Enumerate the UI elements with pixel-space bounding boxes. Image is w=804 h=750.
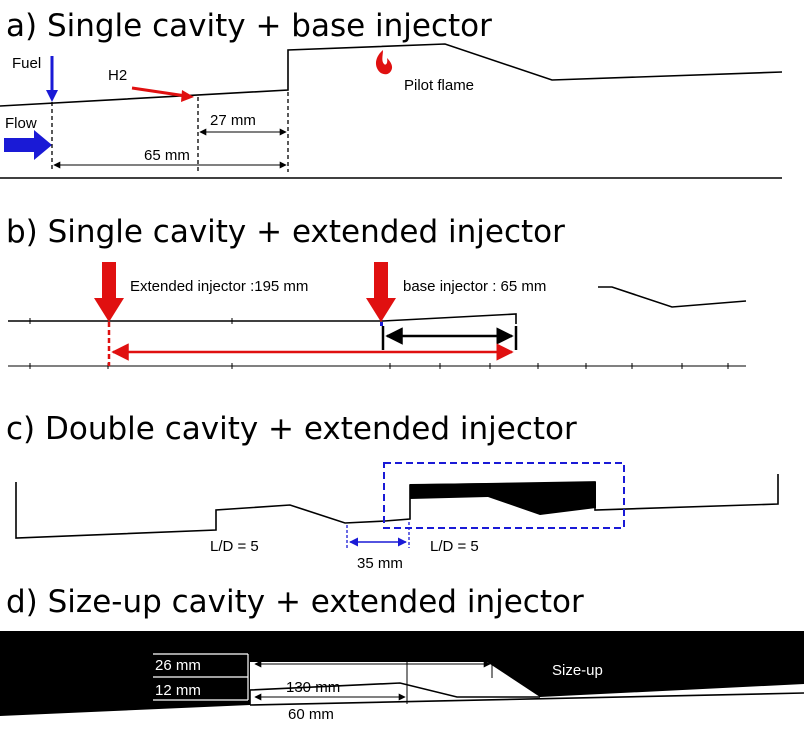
panel-c: c) Double cavity + extended injector 35 … — [6, 411, 779, 572]
h2-label: H2 — [108, 67, 127, 84]
panel-a-title: a) Single cavity + base injector — [6, 8, 492, 44]
extended-injector-arrow-body — [102, 262, 116, 300]
flow-label: Flow — [5, 115, 37, 132]
sizeup-label: Size-up — [552, 662, 603, 679]
panel-d-lower-wall — [249, 692, 804, 706]
panel-b-lower-ticks — [29, 363, 729, 369]
base-injector-label: base injector : 65 mm — [403, 278, 546, 295]
dim-60-label: 60 mm — [288, 706, 334, 723]
pilot-flame-label: Pilot flame — [404, 77, 474, 94]
panel-b-upper-wall — [8, 313, 517, 324]
panel-d: d) Size-up cavity + extended injector 26… — [0, 584, 804, 723]
panel-b-upper-wall-right — [598, 286, 747, 308]
dim-27-label: 27 mm — [210, 112, 256, 129]
dim-26-label: 26 mm — [155, 657, 201, 674]
dim-35-label: 35 mm — [357, 555, 403, 572]
dim-12-label: 12 mm — [155, 682, 201, 699]
flame-icon — [375, 50, 393, 75]
panel-d-title: d) Size-up cavity + extended injector — [6, 584, 584, 620]
panel-d-cavity-void — [250, 662, 487, 668]
dim-65-label: 65 mm — [144, 147, 190, 164]
panel-b-upper-ticks — [29, 318, 233, 324]
panel-c-title: c) Double cavity + extended injector — [6, 411, 577, 447]
extended-injector-label: Extended injector :195 mm — [130, 278, 308, 295]
dim-130-label: 130 mm — [286, 679, 340, 696]
h2-arrow-shaft — [131, 86, 187, 98]
panel-b: b) Single cavity + extended injector Ext… — [6, 214, 747, 369]
panel-d-cavity-floor — [249, 682, 540, 705]
flow-arrow-icon — [34, 130, 52, 160]
extended-injector-arrow-icon — [94, 298, 124, 322]
panel-a: a) Single cavity + base injector Fuel H2… — [0, 8, 783, 179]
panel-d-body — [0, 631, 804, 716]
h2-arrow-icon — [181, 90, 194, 102]
base-injector-marker — [380, 322, 383, 326]
base-injector-arrow-icon — [366, 298, 396, 322]
panel-c-highlight-box — [383, 462, 625, 529]
fuel-arrow-icon — [46, 90, 58, 102]
base-injector-arrow-body — [374, 262, 388, 300]
ld-left-label: L/D = 5 — [210, 538, 259, 555]
panel-a-upper-wall — [0, 43, 783, 107]
panel-b-title: b) Single cavity + extended injector — [6, 214, 565, 250]
fuel-label: Fuel — [12, 55, 41, 72]
panel-d-dim-guides — [153, 653, 249, 701]
flow-arrow-body — [4, 138, 36, 152]
panel-c-cavity-insert — [410, 482, 596, 515]
ld-right-label: L/D = 5 — [430, 538, 479, 555]
